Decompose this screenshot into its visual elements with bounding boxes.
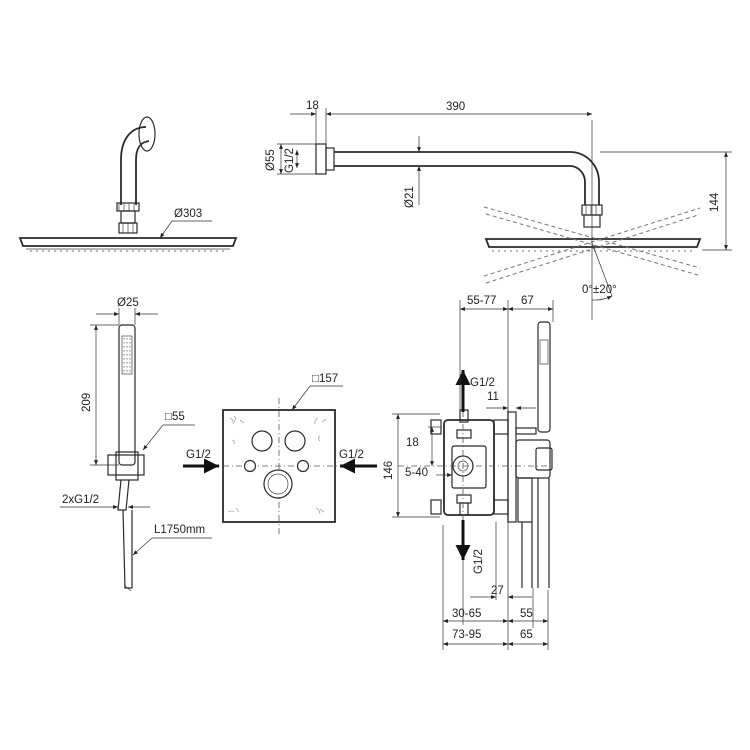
hand-shower-view: Ø25 209 □55 2xG1/2 L1750mm xyxy=(60,297,212,592)
flange-depth-label: 18 xyxy=(306,100,319,112)
body-height-label: 146 xyxy=(383,461,395,480)
mixer-side-section: G1/2 G1/2 146 18 5-40 11 55-77 67 xyxy=(383,295,554,650)
port-spacing-label: 18 xyxy=(406,437,419,449)
dim-27-label: 27 xyxy=(491,585,504,597)
flange-diameter-label: Ø55 xyxy=(265,149,277,171)
inlet-left-label: G1/2 xyxy=(186,449,211,461)
outlet-down-label: G1/2 xyxy=(473,549,485,574)
projection-label: 67 xyxy=(521,295,534,307)
adjust-range-label: 5-40 xyxy=(405,467,428,479)
holder-square-label: □55 xyxy=(165,411,185,423)
drop-height-label: 144 xyxy=(709,192,721,212)
tilt-angle-label: 0°±20° xyxy=(582,284,617,296)
shower-head-front-view: Ø303 xyxy=(18,116,238,252)
mixer-front-plate: □157 G1/2 G1/2 xyxy=(183,373,377,535)
outlet-up-label: G1/2 xyxy=(470,377,495,389)
handshower-diameter-label: Ø25 xyxy=(117,297,139,309)
handshower-length-label: 209 xyxy=(81,393,93,412)
dim-55-label: 55 xyxy=(520,608,533,620)
top-thread-label: G1/2 xyxy=(284,148,296,173)
plate-gap-label: 11 xyxy=(487,391,499,403)
install-depth-label: 55-77 xyxy=(467,295,496,307)
dim-73-95-label: 73-95 xyxy=(452,629,481,641)
pipe-diameter-label: Ø21 xyxy=(404,186,416,208)
plate-square-label: □157 xyxy=(312,373,338,385)
inlet-right-label: G1/2 xyxy=(339,449,364,461)
hose-connections-label: 2xG1/2 xyxy=(62,494,99,506)
hose-length-label: L1750mm xyxy=(154,524,205,536)
arm-length-label: 390 xyxy=(446,101,465,113)
shower-arm-side-view: 0°±20° 390 18 Ø55 G1/2 Ø21 144 xyxy=(265,100,732,320)
dim-65-label: 65 xyxy=(520,629,533,641)
dim-30-65-label: 30-65 xyxy=(452,608,481,620)
shower-head-diameter-label: Ø303 xyxy=(174,208,202,220)
